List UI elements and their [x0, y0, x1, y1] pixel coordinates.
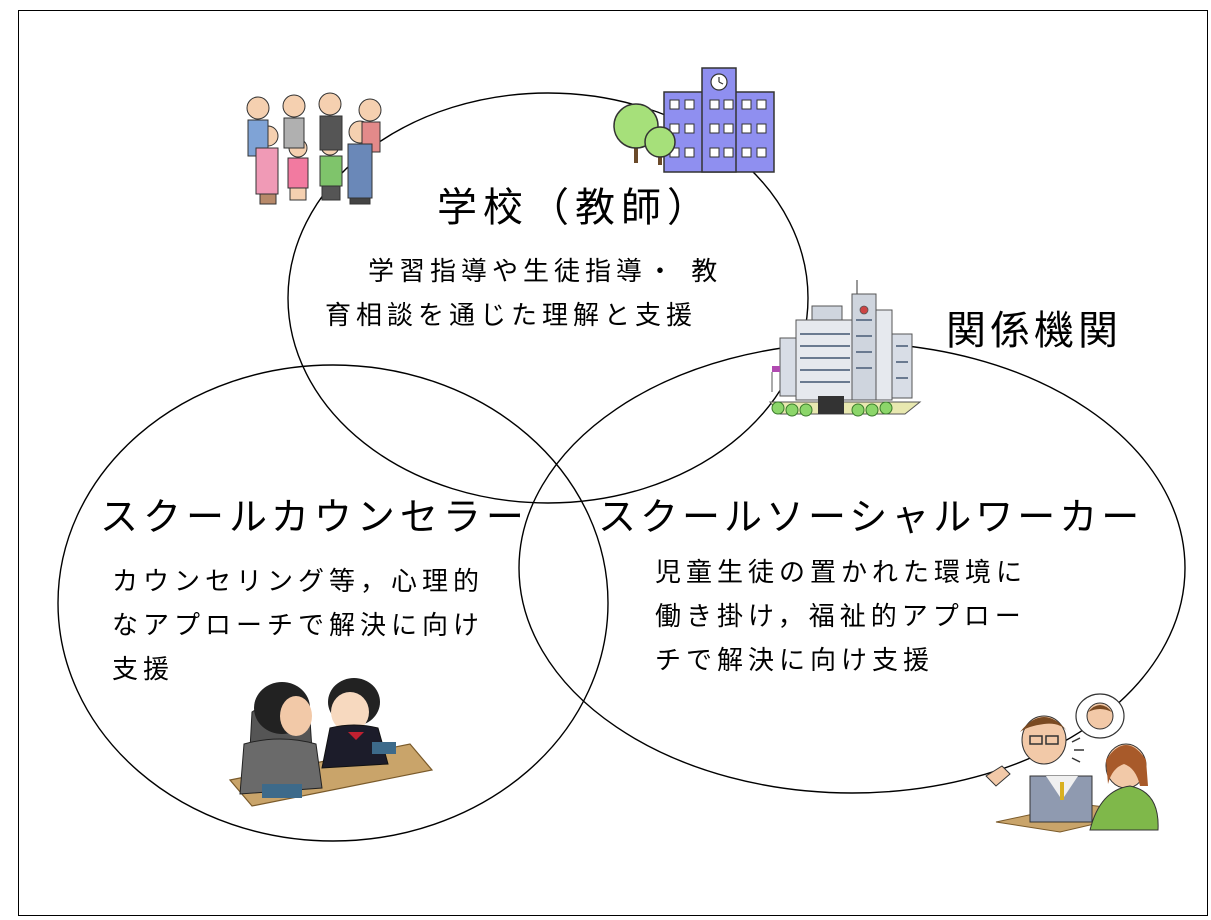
social-worker-title: スクールソーシャルワーカー [598, 495, 1144, 539]
social-worker-description-line-1: 児童生徒の置かれた環境に [655, 558, 1028, 588]
office-building-icon [768, 280, 922, 417]
school-description-line-2: 育相談を通じた理解と支援 [325, 301, 698, 331]
school-title: 学校（教師） [437, 185, 713, 231]
agencies-title: 関係機関 [946, 308, 1122, 354]
counselor-description-line-1: カウンセリング等，心理的 [112, 567, 485, 597]
social-worker-description-line-2: 働き掛け，福祉的アプロー [655, 602, 1026, 632]
counseling-icon [228, 678, 434, 807]
social-worker-description-line-3: チで解決に向け支援 [655, 646, 935, 676]
school-building-icon [613, 67, 775, 173]
counselor-description-line-2: なアプローチで解決に向け [112, 611, 485, 641]
diagram-frame [18, 10, 1208, 916]
counselor-description-line-3: 支援 [112, 655, 175, 685]
consultation-icon [985, 693, 1159, 833]
school-circle [287, 92, 809, 504]
school-description-line-1: 学習指導や生徒指導・ 教 [368, 257, 723, 287]
counselor-title: スクールカウンセラー [100, 495, 529, 539]
counselor-circle [57, 364, 609, 842]
people-group-icon [246, 92, 382, 205]
